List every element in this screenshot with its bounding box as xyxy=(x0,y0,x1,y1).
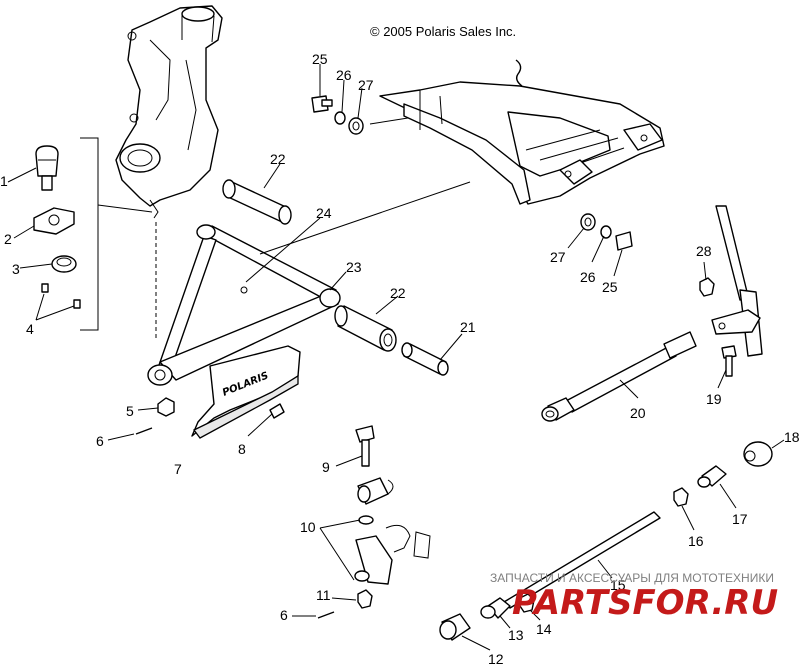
cotter-pin-lower xyxy=(317,611,335,619)
copyright-notice: © 2005 Polaris Sales Inc. xyxy=(370,24,516,39)
ball-joint-cap xyxy=(51,255,77,273)
watermark-caption: ЗАПЧАСТИ И АКСЕССУАРЫ ДЛЯ МОТОТЕХНИКИ xyxy=(490,571,774,585)
tie-rod-end-right xyxy=(743,441,773,467)
callout-4: 4 xyxy=(26,321,34,337)
callout-27-lower: 27 xyxy=(550,249,566,265)
callout-14: 14 xyxy=(536,621,552,637)
cotter-pin-upper xyxy=(135,427,153,435)
callout-12: 12 xyxy=(488,651,504,664)
callout-24: 24 xyxy=(316,205,332,221)
nut-top xyxy=(348,117,364,135)
callout-2: 2 xyxy=(4,231,12,247)
group-bracket xyxy=(80,137,99,331)
pivot-bushing-lower xyxy=(334,305,397,352)
callout-25-lower: 25 xyxy=(602,279,618,295)
jam-nut-14 xyxy=(519,593,535,613)
callout-26-top: 26 xyxy=(336,67,352,83)
pivot-sleeve xyxy=(401,342,449,376)
frame-bolt-top xyxy=(311,95,333,113)
callout-5: 5 xyxy=(126,403,134,419)
steering-clamp-9 xyxy=(355,425,375,467)
frame-mount-line xyxy=(369,117,409,125)
a-arm-guard: POLARIS xyxy=(191,345,301,439)
callout-13: 13 xyxy=(508,627,524,643)
callout-28: 28 xyxy=(696,243,712,259)
callout-1: 1 xyxy=(0,173,8,189)
callout-27-top: 27 xyxy=(358,77,374,93)
lock-washer-top xyxy=(334,111,346,125)
lock-washer-lower xyxy=(600,225,612,239)
castle-nut xyxy=(157,397,175,417)
tie-rod xyxy=(541,331,697,422)
callout-11: 11 xyxy=(316,587,331,603)
callout-25-top: 25 xyxy=(312,51,328,67)
callout-19: 19 xyxy=(706,391,722,407)
ball-joint-bolts xyxy=(41,283,81,309)
jam-joint-13 xyxy=(480,597,511,619)
callout-22-lower: 22 xyxy=(390,285,406,301)
steering-clamp-lower xyxy=(354,515,431,585)
watermark-logo: PARTSFOR.RU xyxy=(512,583,778,623)
steering-post xyxy=(711,205,763,357)
callout-7: 7 xyxy=(174,461,182,477)
nut-28 xyxy=(699,277,715,297)
vehicle-frame xyxy=(379,59,665,205)
steering-bolt xyxy=(721,345,737,377)
jam-joint-17 xyxy=(697,465,727,488)
frame-bolt-lower xyxy=(615,231,633,251)
callout-6-upper: 6 xyxy=(96,433,104,449)
tie-rod-end-left xyxy=(439,613,471,641)
site-watermark: ЗАПЧАСТИ И АКСЕССУАРЫ ДЛЯ МОТОТЕХНИКИ PA… xyxy=(490,571,778,623)
callout-22-upper: 22 xyxy=(270,151,286,167)
callout-18: 18 xyxy=(784,429,800,445)
callout-labels: 1 2 3 4 5 6 6 7 8 9 10 11 12 13 14 15 16… xyxy=(0,51,800,664)
callout-23: 23 xyxy=(346,259,362,275)
callout-10: 10 xyxy=(300,519,316,535)
steering-nut-11 xyxy=(357,589,373,609)
callout-16: 16 xyxy=(688,533,704,549)
a-arm xyxy=(147,224,341,386)
callout-20: 20 xyxy=(630,405,646,421)
callout-26-lower: 26 xyxy=(580,269,596,285)
callout-6-lower: 6 xyxy=(280,607,288,623)
washer-lower xyxy=(580,213,596,231)
mounting-line xyxy=(259,181,471,255)
callout-9: 9 xyxy=(322,459,330,475)
group-bracket-leader xyxy=(97,204,153,213)
steering-knuckle xyxy=(115,5,223,219)
callout-8: 8 xyxy=(238,441,246,457)
steering-arm-block xyxy=(357,477,394,505)
guard-bolt xyxy=(269,403,285,419)
callout-17: 17 xyxy=(732,511,748,527)
callout-15: 15 xyxy=(610,577,626,593)
pivot-bushing-upper xyxy=(222,179,292,225)
callout-21: 21 xyxy=(460,319,476,335)
callout-3: 3 xyxy=(12,261,20,277)
jam-nut-16 xyxy=(673,487,689,507)
ball-joint-plate xyxy=(33,207,75,235)
ball-joint xyxy=(35,145,59,191)
